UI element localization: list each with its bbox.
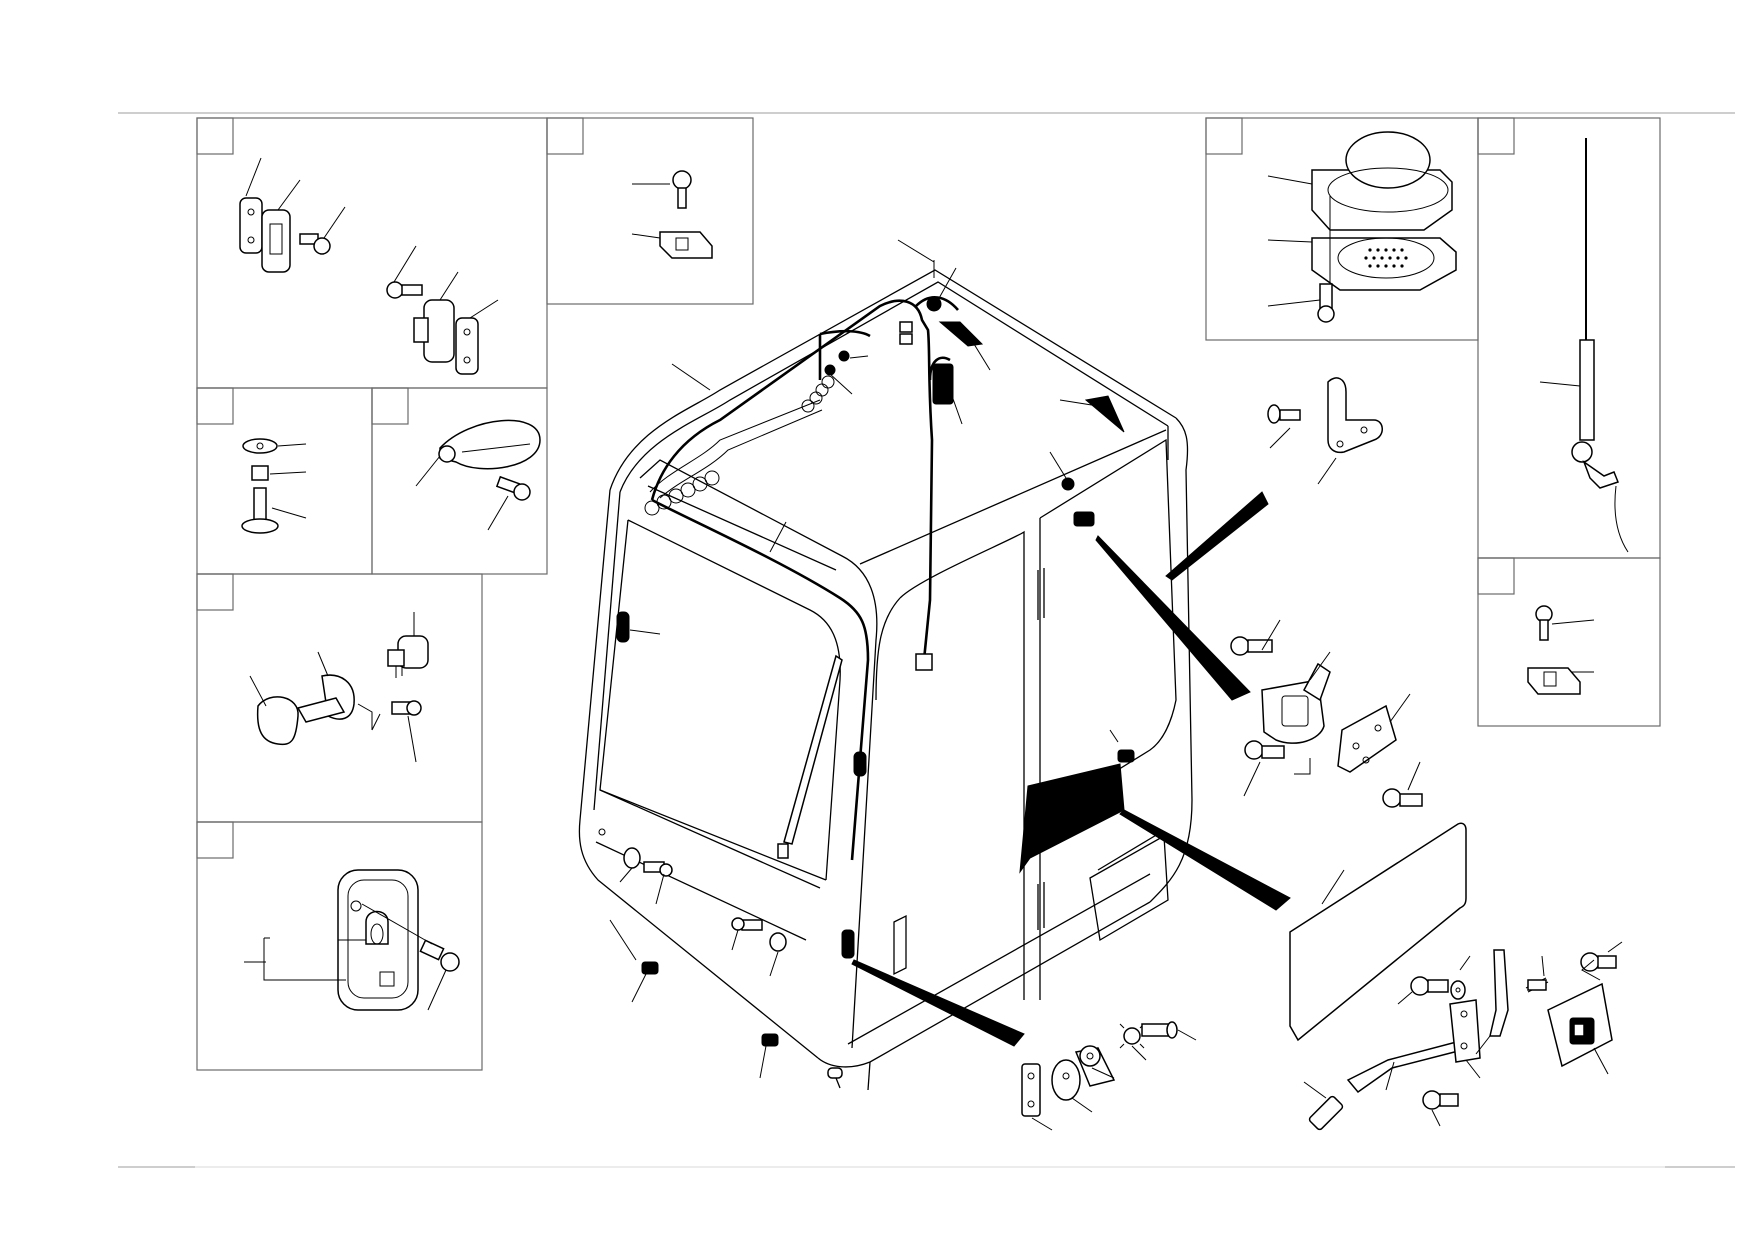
panel-index-box bbox=[196, 821, 234, 859]
clip-part bbox=[1527, 667, 1581, 695]
lock-lever-assembly bbox=[1303, 941, 1623, 1131]
panel-index-box bbox=[1477, 557, 1515, 595]
cab-body-outline bbox=[578, 269, 1193, 1091]
panel-index-box bbox=[196, 387, 234, 425]
stud-part bbox=[241, 487, 279, 534]
side-cover-panel bbox=[1289, 761, 1467, 1042]
wiring-harness-part bbox=[644, 296, 959, 861]
stopper-bracket-part bbox=[413, 299, 455, 363]
page-rules bbox=[118, 112, 1735, 1168]
cab-connector-parts bbox=[616, 296, 1135, 1047]
bolt-part bbox=[419, 939, 460, 972]
bolt-part bbox=[1244, 740, 1285, 760]
windshield-mount-parts bbox=[598, 828, 843, 1079]
speaker-grille-part bbox=[1311, 131, 1453, 231]
leader-lines bbox=[245, 157, 499, 319]
bolt-part bbox=[1422, 1090, 1459, 1110]
detail-panel-door-lock-switch bbox=[196, 573, 483, 823]
door-latch-assembly bbox=[1230, 619, 1411, 797]
bolt-part bbox=[672, 170, 692, 209]
switch-plate-part bbox=[296, 674, 355, 723]
detail-panel-key-lock bbox=[196, 821, 483, 1071]
panel-index-box bbox=[1477, 117, 1515, 155]
cab-leader-lines bbox=[609, 239, 1119, 1079]
callout-wedges bbox=[851, 491, 1291, 1047]
band-clamp-part bbox=[438, 419, 541, 470]
bolt-part bbox=[1382, 788, 1423, 808]
detail-panel-door-stopper bbox=[196, 117, 548, 389]
striker-plate-part bbox=[1337, 704, 1397, 773]
switch-part bbox=[387, 635, 429, 678]
wiper-blade-part bbox=[777, 654, 843, 859]
floor-mat-part bbox=[1019, 763, 1125, 874]
gasket-part bbox=[256, 696, 299, 746]
nut-part bbox=[251, 465, 269, 481]
latch-part bbox=[1261, 679, 1325, 744]
detail-panel-washer-nut-stud bbox=[196, 387, 373, 575]
washer-part bbox=[242, 438, 278, 454]
bolt-part bbox=[1580, 952, 1617, 972]
stopper-plate-part bbox=[455, 317, 479, 375]
cab-assembly bbox=[578, 239, 1291, 1091]
bolt-part bbox=[1230, 636, 1273, 656]
stopper-bracket-part bbox=[261, 209, 291, 273]
stopper-plate-part bbox=[239, 197, 263, 254]
detail-panel-clip-bolt bbox=[546, 117, 754, 305]
antenna-rod-part bbox=[1571, 138, 1629, 553]
bolt-part bbox=[495, 475, 531, 501]
conduit-coils bbox=[644, 375, 835, 516]
lever-bracket-part bbox=[1449, 999, 1481, 1063]
panel-index-box bbox=[196, 117, 234, 155]
door-stopper-latch bbox=[1267, 377, 1383, 485]
detail-panel-speaker bbox=[1205, 117, 1479, 341]
screw-part bbox=[1317, 283, 1335, 323]
panel-index-box bbox=[196, 573, 234, 611]
clip-part bbox=[659, 231, 713, 259]
bolt-part bbox=[1535, 605, 1553, 641]
bolt-part bbox=[391, 700, 422, 716]
bolt-part bbox=[1267, 404, 1301, 424]
panel-index-box bbox=[371, 387, 409, 425]
screw-part bbox=[1525, 977, 1549, 993]
door-hinge-parts bbox=[1021, 1021, 1197, 1131]
bolt-part bbox=[1141, 1021, 1178, 1039]
panel-index-box bbox=[546, 117, 584, 155]
lever-part bbox=[1346, 1039, 1472, 1094]
detail-panel-antenna bbox=[1477, 117, 1661, 559]
speaker-unit-part bbox=[1311, 237, 1457, 291]
detail-panel-antenna-clip bbox=[1477, 557, 1661, 727]
detail-panel-hose-band bbox=[371, 387, 548, 575]
lock-cover-part bbox=[337, 869, 419, 1011]
lock-switch-base-part bbox=[1547, 982, 1613, 1068]
bolt-part bbox=[299, 233, 331, 255]
panel-index-box bbox=[1205, 117, 1243, 155]
bolt-part bbox=[386, 281, 423, 299]
bolt-part bbox=[1410, 976, 1466, 1000]
